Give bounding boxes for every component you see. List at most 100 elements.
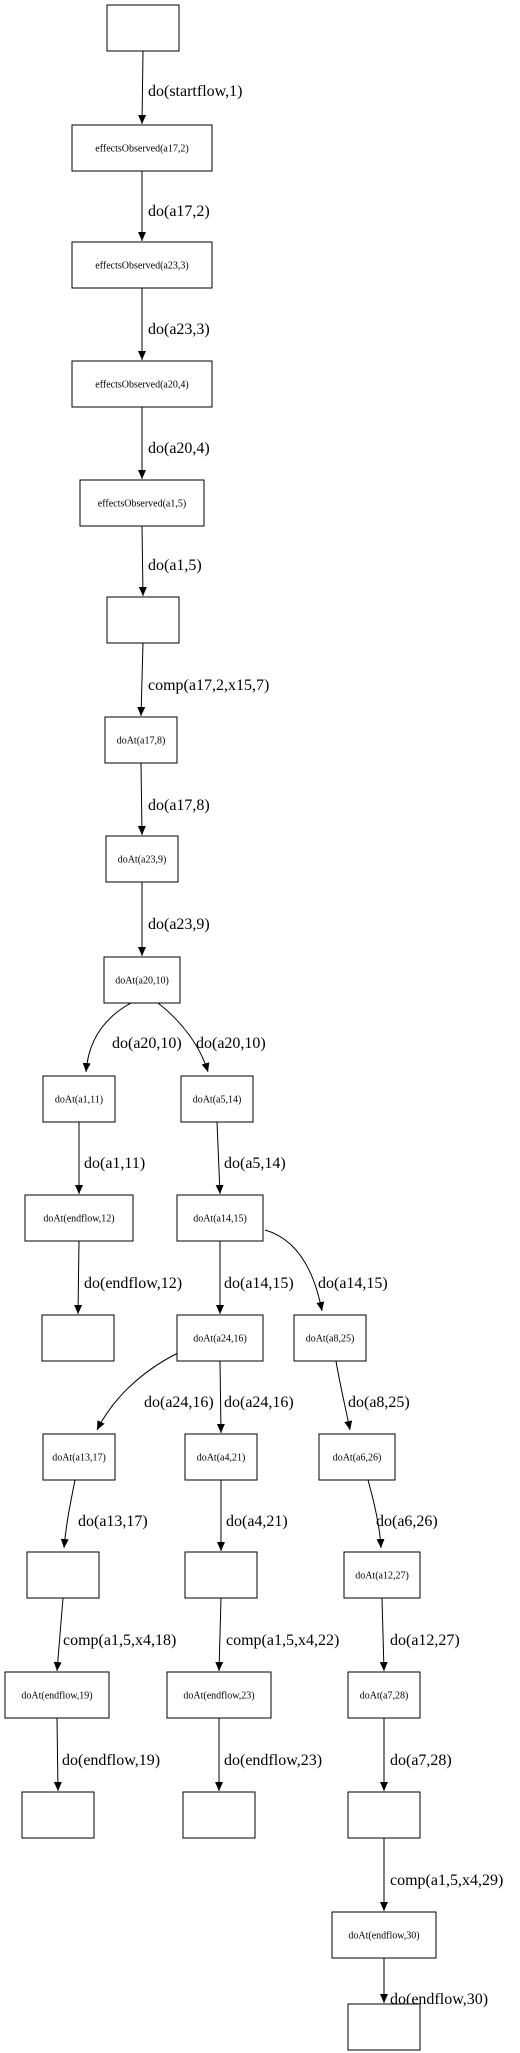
node-n11: doAt(endflow,12) [24, 1194, 134, 1242]
edge-n21-n24 [379, 1597, 388, 1672]
node-n27 [347, 1791, 421, 1839]
edge-label-n23-n26: do(endflow,23) [224, 1752, 322, 1769]
node-box [71, 241, 213, 289]
node-n18: doAt(a6,26) [318, 1433, 396, 1481]
edge-label-n18-n21: do(a6,26) [376, 1513, 438, 1530]
node-n26 [182, 1791, 256, 1839]
node-label: doAt(a6,26) [333, 1453, 382, 1464]
node-label: doAt(a20,10) [115, 976, 169, 987]
node-n15: doAt(a8,25) [293, 1314, 367, 1362]
edge-label-n24-n27: do(a7,28) [390, 1752, 452, 1769]
node-box [26, 1551, 100, 1599]
edge-label-n15-n18: do(a8,25) [348, 1394, 410, 1411]
node-label: doAt(endflow,23) [183, 1691, 254, 1702]
node-box [347, 2003, 421, 2051]
node-box [4, 1671, 110, 1719]
node-label: doAt(endflow,30) [348, 1931, 419, 1942]
node-box [184, 1433, 258, 1481]
edge-n14-n17 [216, 1360, 225, 1434]
edge-label-n17-n20: do(a4,21) [226, 1513, 288, 1530]
edge-label-n1-n2: do(a17,2) [148, 203, 210, 220]
node-box [166, 1671, 272, 1719]
node-box [331, 1911, 437, 1959]
node-n14: doAt(a24,16) [176, 1314, 264, 1362]
edge-label-n20-n23: comp(a1,5,x4,22) [226, 1632, 339, 1649]
node-n19 [26, 1551, 100, 1599]
node-box [176, 1194, 264, 1242]
node-box [79, 479, 205, 527]
edge-n11-n13 [74, 1240, 83, 1315]
edge-label-n19-n22: comp(a1,5,x4,18) [63, 1632, 176, 1649]
edge-n10-n12 [215, 1121, 224, 1195]
node-label: doAt(a14,15) [193, 1214, 247, 1225]
node-label: doAt(a5,14) [193, 1095, 242, 1106]
edge-label-n0-n1: do(startflow,1) [148, 83, 243, 100]
edge-label-n6-n7: do(a17,8) [148, 797, 210, 814]
edge-label-n16-n19: do(a13,17) [78, 1513, 148, 1530]
node-n9: doAt(a1,11) [42, 1075, 116, 1123]
edge-label-n22-n25: do(endflow,19) [62, 1752, 160, 1769]
edge-n19-n22 [53, 1597, 64, 1672]
node-label: doAt(a13,17) [52, 1453, 106, 1464]
node-box [347, 1791, 421, 1839]
edge-n0-n1 [138, 50, 147, 125]
edge-label-n8-n9: do(a20,10) [112, 1035, 182, 1052]
node-n8: doAt(a20,10) [103, 956, 181, 1004]
node-box [24, 1194, 134, 1242]
node-box [41, 1314, 115, 1362]
edge-label-n12-n15: do(a14,15) [318, 1275, 388, 1292]
edge-n16-n19 [60, 1479, 76, 1549]
node-box [184, 1551, 258, 1599]
edge-label-n27-n28: comp(a1,5,x4,29) [390, 1872, 503, 1889]
node-n25 [21, 1791, 95, 1839]
edge-n20-n23 [215, 1597, 224, 1672]
node-box [21, 1791, 95, 1839]
node-n24: doAt(a7,28) [347, 1671, 421, 1719]
node-box [42, 1075, 116, 1123]
node-label: effectsObserved(a17,2) [95, 144, 188, 155]
node-n2: effectsObserved(a23,3) [71, 241, 213, 289]
node-label: doAt(a23,9) [118, 855, 167, 866]
node-n21: doAt(a12,27) [343, 1551, 421, 1599]
node-box [71, 124, 213, 172]
node-box [182, 1791, 256, 1839]
node-box [318, 1433, 396, 1481]
node-n23: doAt(endflow,23) [166, 1671, 272, 1719]
node-n3: effectsObserved(a20,4) [71, 360, 213, 408]
node-n20 [184, 1551, 258, 1599]
edge-n5-n6 [137, 642, 146, 717]
edges-layer: do(startflow,1) do(a17,2) do(a23,3) do(a20,… [53, 50, 503, 2008]
node-label: doAt(a8,25) [306, 1334, 355, 1345]
node-n22: doAt(endflow,19) [4, 1671, 110, 1719]
node-box [106, 4, 180, 52]
node-n6: doAt(a17,8) [104, 716, 178, 764]
node-label: doAt(endflow,12) [43, 1214, 114, 1225]
node-n0 [106, 4, 180, 52]
node-box [71, 360, 213, 408]
edge-label-n3-n4: do(a20,4) [148, 440, 210, 457]
edge-label-n4-n5: do(a1,5) [148, 557, 202, 574]
edge-label-n2-n3: do(a23,3) [148, 321, 210, 338]
edge-label-n12-n14: do(a14,15) [224, 1275, 294, 1292]
edge-n12-n15 [264, 1229, 325, 1312]
node-label: effectsObserved(a1,5) [98, 499, 186, 510]
edge-n8-n9 [82, 1002, 132, 1073]
node-n13 [41, 1314, 115, 1362]
node-label: doAt(a17,8) [117, 736, 166, 747]
node-box [105, 835, 179, 883]
node-label: effectsObserved(a23,3) [95, 261, 188, 272]
edge-label-n21-n24: do(a12,27) [390, 1632, 460, 1649]
edge-n22-n25 [53, 1717, 62, 1792]
node-label: doAt(a7,28) [360, 1691, 409, 1702]
edge-n18-n21 [367, 1479, 385, 1549]
node-n28: doAt(endflow,30) [331, 1911, 437, 1959]
edge-label-n5-n6: comp(a17,2,x15,7) [148, 677, 269, 694]
node-box [104, 716, 178, 764]
edge-label-n10-n12: do(a5,14) [224, 1155, 286, 1172]
node-label: doAt(a24,16) [193, 1334, 247, 1345]
node-box [347, 1671, 421, 1719]
node-n17: doAt(a4,21) [184, 1433, 258, 1481]
edge-n8-n10 [157, 1002, 210, 1073]
